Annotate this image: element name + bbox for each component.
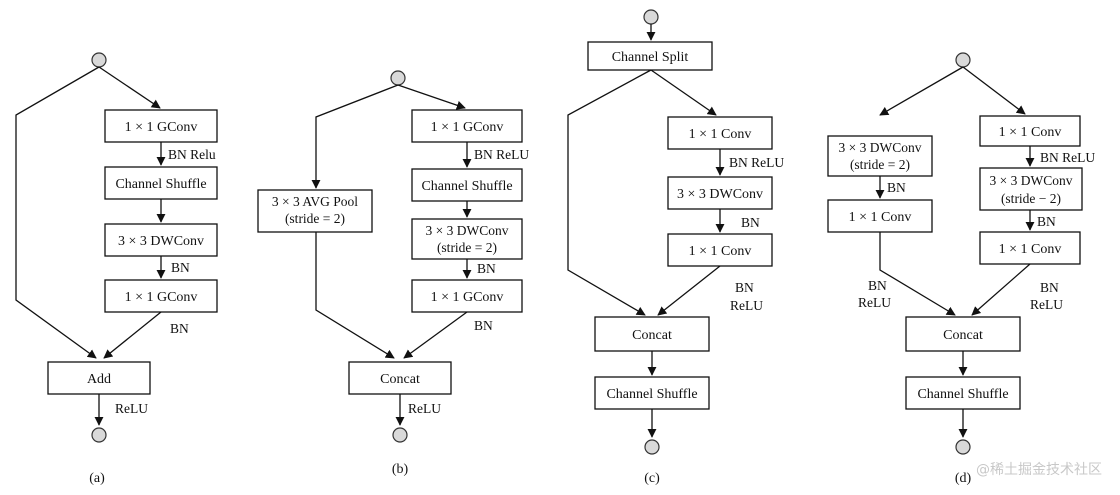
d-concat-label: Concat bbox=[943, 328, 983, 343]
a-dwconv-label: 3 × 3 DWConv bbox=[118, 234, 204, 249]
c-shuffle-box bbox=[594, 376, 710, 410]
b-input-node bbox=[390, 70, 406, 86]
c-bn-relu-annotation: BN ReLU bbox=[729, 155, 784, 170]
d-left-relu-annotation: ReLU bbox=[858, 295, 891, 310]
d-right-bn-annotation: BN bbox=[1037, 214, 1056, 229]
c-relu-annotation-2: ReLU bbox=[730, 298, 763, 313]
a-shuffle-label: Channel Shuffle bbox=[115, 177, 206, 192]
c-dwconv-box bbox=[667, 176, 773, 210]
a-edge-to-gconv1 bbox=[98, 66, 161, 109]
b-gconv2-box bbox=[411, 279, 523, 313]
c-concat-box bbox=[594, 316, 710, 352]
b-avgpool-label-2: (stride = 2) bbox=[285, 211, 345, 226]
b-output-node bbox=[392, 427, 408, 443]
d-shuffle-box bbox=[905, 376, 1021, 410]
a-bn-annotation-1: BN bbox=[171, 260, 190, 275]
c-conv1-label: 1 × 1 Conv bbox=[689, 127, 752, 142]
c-bn-annotation-2: BN bbox=[735, 280, 754, 295]
d-right-conv2-box bbox=[979, 231, 1081, 265]
b-gconv1-label: 1 × 1 GConv bbox=[431, 120, 504, 135]
c-shortcut-edge bbox=[567, 69, 652, 316]
b-bn-annotation-2: BN bbox=[474, 318, 493, 333]
b-avgpool-box bbox=[257, 189, 373, 233]
d-input-node bbox=[955, 52, 971, 68]
d-right-conv1-label: 1 × 1 Conv bbox=[999, 125, 1062, 140]
a-edge-to-add bbox=[103, 311, 162, 359]
c-output-node bbox=[644, 439, 660, 455]
d-right-bn-annotation-2: BN bbox=[1040, 280, 1059, 295]
c-split-label: Channel Split bbox=[612, 50, 689, 65]
b-shuffle-label: Channel Shuffle bbox=[421, 179, 512, 194]
d-right-bn-relu-annotation: BN ReLU bbox=[1040, 150, 1095, 165]
b-edge-avgpool-to-concat bbox=[315, 232, 395, 359]
b-caption: (b) bbox=[392, 462, 409, 477]
a-shortcut-edge bbox=[15, 66, 100, 359]
diagram-a: 1 × 1 GConv BN Relu Channel Shuffle 3 × … bbox=[15, 52, 218, 486]
d-right-relu-annotation: ReLU bbox=[1030, 297, 1063, 312]
b-edge-to-avgpool bbox=[311, 84, 399, 189]
d-output-node bbox=[955, 439, 971, 455]
d-left-dwconv-box bbox=[827, 135, 933, 177]
a-shuffle-box bbox=[104, 166, 218, 200]
d-left-bn-annotation-2: BN bbox=[868, 278, 887, 293]
c-conv2-label: 1 × 1 Conv bbox=[689, 244, 752, 259]
d-left-edge-to-concat bbox=[879, 232, 956, 316]
d-left-conv-label: 1 × 1 Conv bbox=[849, 210, 912, 225]
b-concat-label: Concat bbox=[380, 372, 420, 387]
c-input-node bbox=[643, 9, 659, 25]
b-concat-box bbox=[348, 361, 452, 395]
c-caption: (c) bbox=[644, 471, 660, 486]
c-concat-label: Concat bbox=[632, 328, 672, 343]
d-right-dwconv-label-2: (stride − 2) bbox=[1001, 191, 1061, 206]
b-edge-to-concat bbox=[403, 311, 468, 359]
b-avgpool-label-1: 3 × 3 AVG Pool bbox=[272, 194, 358, 209]
c-conv2-box bbox=[667, 233, 773, 267]
d-edge-to-right bbox=[962, 66, 1026, 115]
b-gconv2-label: 1 × 1 GConv bbox=[431, 290, 504, 305]
a-input-node bbox=[91, 52, 107, 68]
a-gconv1-label: 1 × 1 GConv bbox=[125, 120, 198, 135]
d-right-dwconv-box bbox=[979, 167, 1083, 211]
a-dwconv-box bbox=[104, 223, 218, 257]
d-right-edge-to-concat bbox=[971, 263, 1031, 316]
diagram-b: 3 × 3 AVG Pool (stride = 2) 1 × 1 GConv … bbox=[257, 70, 529, 477]
c-dwconv-label: 3 × 3 DWConv bbox=[677, 187, 763, 202]
b-bn-annotation-1: BN bbox=[477, 261, 496, 276]
d-right-conv2-label: 1 × 1 Conv bbox=[999, 242, 1062, 257]
c-shuffle-label: Channel Shuffle bbox=[606, 387, 697, 402]
a-bn-annotation-2: BN bbox=[170, 321, 189, 336]
c-edge-to-concat bbox=[657, 265, 721, 316]
c-conv1-box bbox=[667, 116, 773, 150]
b-edge-to-gconv1 bbox=[397, 84, 466, 110]
a-caption: (a) bbox=[89, 471, 105, 486]
d-left-dwconv-label-1: 3 × 3 DWConv bbox=[839, 140, 922, 155]
diagram-c: Channel Split 1 × 1 Conv BN ReLU 3 × 3 D… bbox=[567, 9, 784, 486]
b-dwconv-label-2: (stride = 2) bbox=[437, 240, 497, 255]
b-gconv1-box bbox=[411, 109, 523, 143]
d-right-dwconv-label-1: 3 × 3 DWConv bbox=[990, 173, 1073, 188]
d-left-bn-annotation: BN bbox=[887, 180, 906, 195]
b-relu-annotation: ReLU bbox=[408, 401, 441, 416]
a-gconv1-box bbox=[104, 109, 218, 143]
a-gconv2-label: 1 × 1 GConv bbox=[125, 290, 198, 305]
d-shuffle-label: Channel Shuffle bbox=[917, 387, 1008, 402]
d-concat-box bbox=[905, 316, 1021, 352]
b-bn-relu-annotation: BN ReLU bbox=[474, 147, 529, 162]
d-edge-to-left bbox=[879, 66, 964, 116]
c-bn-annotation: BN bbox=[741, 215, 760, 230]
d-caption: (d) bbox=[955, 471, 972, 486]
d-left-dwconv-label-2: (stride = 2) bbox=[850, 157, 910, 172]
c-split-box bbox=[587, 41, 713, 71]
c-edge-to-conv1 bbox=[650, 69, 717, 116]
b-dwconv-label-1: 3 × 3 DWConv bbox=[426, 223, 509, 238]
a-bn-relu-annotation: BN Relu bbox=[168, 147, 216, 162]
a-add-label: Add bbox=[87, 372, 111, 387]
watermark-text: @稀土掘金技术社区 bbox=[976, 462, 1102, 478]
diagram-d: 3 × 3 DWConv (stride = 2) BN 1 × 1 Conv … bbox=[827, 52, 1095, 486]
a-relu-annotation: ReLU bbox=[115, 401, 148, 416]
b-shuffle-box bbox=[411, 168, 523, 202]
a-output-node bbox=[91, 427, 107, 443]
